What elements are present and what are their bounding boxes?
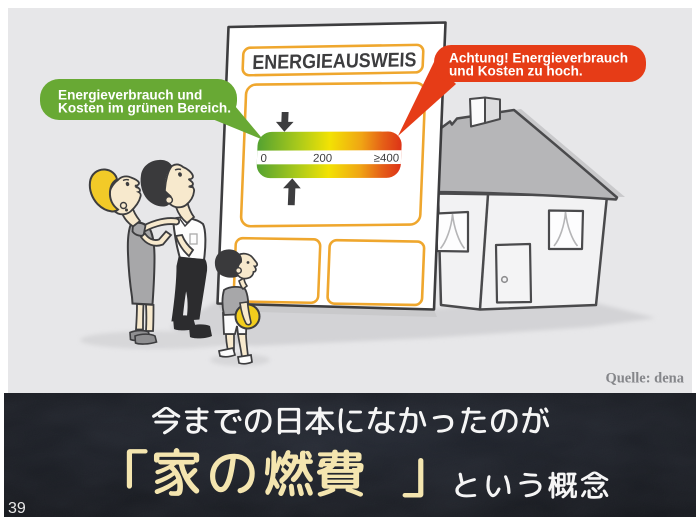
svg-text:0: 0 xyxy=(260,153,267,165)
svg-text:Quelle: dena: Quelle: dena xyxy=(605,371,684,387)
svg-text:Achtung! Energieverbrauch: Achtung! Energieverbrauch xyxy=(449,51,628,66)
svg-text:≥400: ≥400 xyxy=(374,153,400,165)
svg-text:Kosten im grünen Bereich.: Kosten im grünen Bereich. xyxy=(58,101,231,116)
svg-text:39: 39 xyxy=(8,500,26,517)
svg-text:und Kosten zu hoch.: und Kosten zu hoch. xyxy=(449,64,583,79)
svg-text:Energieverbrauch und: Energieverbrauch und xyxy=(58,88,202,103)
svg-text:ENERGIEAUSWEIS: ENERGIEAUSWEIS xyxy=(252,49,417,74)
svg-text:200: 200 xyxy=(313,153,333,165)
